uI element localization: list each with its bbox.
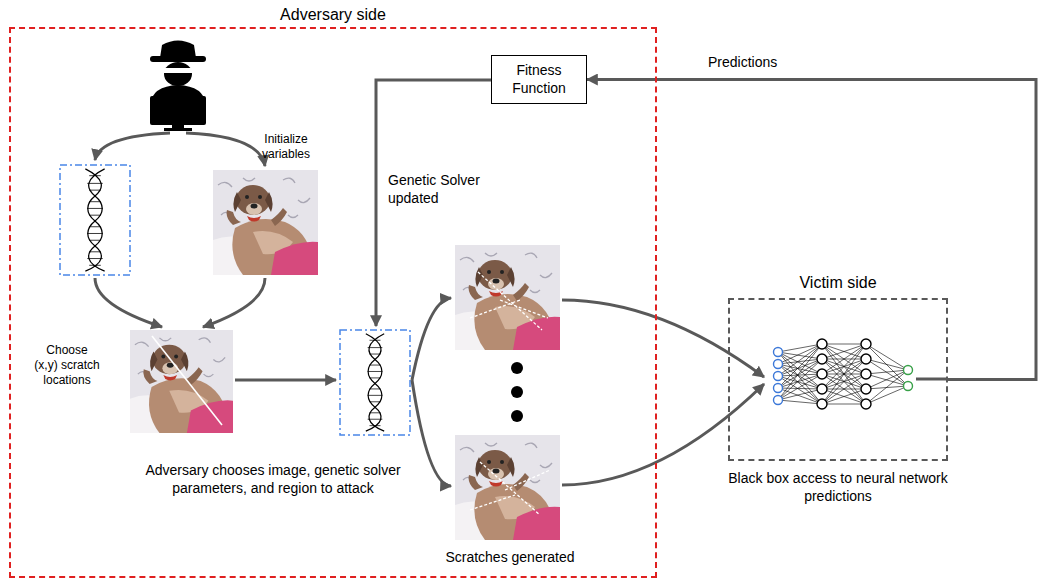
dna-icon	[85, 169, 104, 271]
neural-network	[774, 339, 913, 409]
region-heading: Adversary side	[0, 5, 695, 24]
annotation: Scratches generated	[430, 549, 590, 567]
scratch-line	[152, 336, 222, 425]
region-caption: Black box access to neural network predi…	[720, 469, 956, 505]
scratch-line	[470, 462, 550, 515]
box-label: Fitness Function	[496, 62, 582, 97]
region-heading: Victim side	[690, 273, 986, 292]
input-image	[213, 170, 318, 275]
dna-icon	[366, 334, 384, 431]
annotation: Initialize variables	[250, 132, 322, 162]
input-image	[130, 330, 233, 433]
process-box: Fitness Function	[491, 55, 587, 104]
annotation: Choose (x,y) scratch locations	[34, 343, 100, 388]
feedback-connector	[587, 80, 1036, 380]
scratch-line	[470, 272, 548, 330]
scratched-image	[455, 245, 560, 350]
ellipsis-dots	[511, 362, 523, 422]
victim-region: Victim sideBlack box access to neural ne…	[728, 298, 948, 461]
solver-frame	[60, 165, 130, 275]
solver-frame	[340, 330, 410, 435]
annotation: Genetic Solver updated	[388, 172, 500, 207]
edge-label: Predictions	[705, 54, 780, 70]
hacker-icon	[150, 41, 206, 132]
scratched-image	[455, 435, 560, 540]
annotation: Adversary chooses image, genetic solver …	[118, 462, 428, 497]
